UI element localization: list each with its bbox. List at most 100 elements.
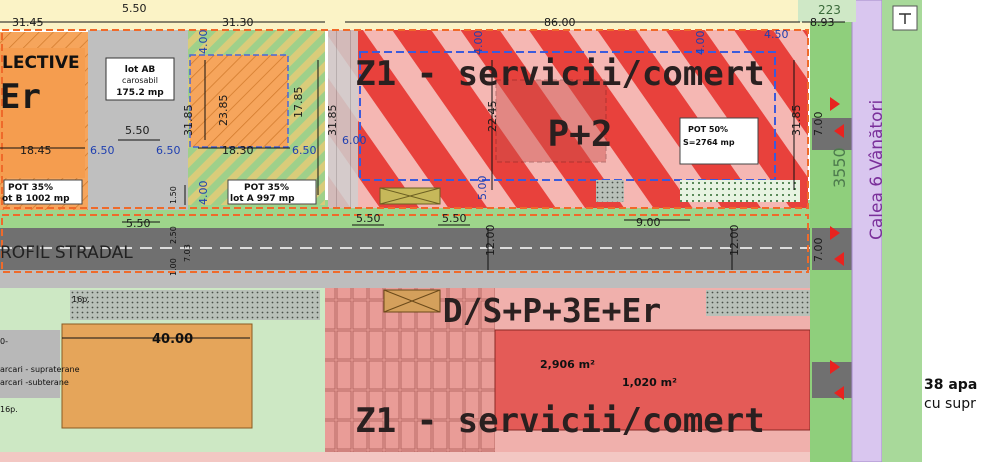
dim-18-30: 18.30	[222, 144, 254, 157]
side-text-line2: cu supr	[924, 396, 976, 412]
lot-a-pot-box	[227, 179, 317, 205]
lot-a-pot: POT 35%	[244, 183, 289, 193]
arrow-out-3	[834, 386, 844, 400]
lot-a-building	[189, 54, 289, 148]
height-label-bottom: D/S+P+3E+Er	[443, 291, 662, 330]
dim-31-85-b: 31.85	[326, 105, 339, 137]
z1-pot-box	[679, 117, 759, 165]
dim-12-00-a: 12.00	[484, 225, 497, 257]
z1-building-outline	[359, 51, 776, 181]
er-label: Er	[0, 77, 41, 117]
parking-supra: arcari - supraterane	[0, 365, 80, 374]
dim-18-45: 18.45	[20, 144, 52, 157]
arrow-out-1	[834, 124, 844, 138]
lower-building	[494, 329, 811, 431]
dim-31-45: 31.45	[12, 16, 44, 29]
side-text-line1: 38 apa	[924, 377, 978, 393]
dim-6-50-b: 6.50	[156, 144, 181, 157]
p2-volume	[495, 79, 607, 163]
dim-8-93: 8.93	[810, 16, 835, 29]
top-strip	[0, 0, 810, 30]
lot-b-area: ot B 1002 mp	[2, 194, 70, 204]
street-name: Calea 6 Vânători	[867, 100, 887, 240]
parking-dots-lower	[70, 290, 320, 320]
dim-5-50-r2: 5.50	[442, 212, 467, 225]
dim-5-50-r1: 5.50	[356, 212, 381, 225]
dim-4-00-c: 4.00	[472, 31, 485, 56]
lot-ab-area: 175.2 mp	[116, 88, 164, 98]
lower-left-parking	[0, 330, 60, 398]
lot-b-pot-box	[3, 179, 83, 205]
z1-green-strip	[680, 180, 800, 202]
dim-5-50-top: 5.50	[122, 2, 147, 15]
arrow-in-3	[830, 360, 840, 374]
profil-stradal: ROFIL STRADAL	[0, 243, 133, 263]
parking-left-cut: 0-	[0, 337, 8, 346]
z1-pot: POT 50%	[688, 125, 728, 134]
dim-17-85: 17.85	[292, 87, 305, 119]
dim-223: 223	[818, 3, 841, 17]
parking-subt: arcari -subterane	[0, 378, 69, 387]
sidewalk-south	[0, 270, 810, 288]
dim-1-50: 1.50	[169, 186, 178, 204]
dim-5-50-mid: 5.50	[125, 124, 150, 137]
collective-building	[0, 48, 85, 178]
road-boundary	[1, 214, 809, 273]
dim-2-50: 2.50	[169, 226, 178, 244]
dim-31-85-a: 31.85	[182, 105, 195, 137]
dim-5-00: 5.00	[476, 176, 489, 201]
dim-12-00-b: 12.00	[728, 225, 741, 257]
road-carriageway	[0, 228, 810, 270]
dim-6-50-c: 6.50	[292, 144, 317, 157]
small-dot-patch	[596, 180, 624, 202]
dim-22-45: 22.45	[486, 101, 499, 133]
area-1020: 1,020 m²	[622, 376, 677, 389]
dim-6-50-a: 6.50	[90, 144, 115, 157]
dim-1-00: 1.00	[169, 258, 178, 276]
dimension-lines	[0, 21, 845, 339]
dim-7-03: 7.03	[183, 244, 192, 262]
green-beyond-street	[882, 0, 922, 462]
dim-6-00: 6.00	[342, 134, 367, 147]
lot-ab-title: lot AB	[125, 65, 156, 75]
plot-boundary-top	[1, 29, 809, 209]
lot-a-area: lot A 997 mp	[230, 194, 295, 204]
lower-orange-building	[61, 323, 253, 429]
dim-7-00-a: 7.00	[812, 112, 825, 137]
parking-cells-bottom	[325, 288, 495, 458]
dim-4-00-b: 4.00	[197, 181, 210, 206]
dim-23-85: 23.85	[217, 95, 230, 127]
corner-patch	[798, 0, 856, 22]
z1-title-top: Z1 - servicii/comert	[355, 54, 764, 94]
street-calea-6-vanatori	[851, 0, 883, 462]
dim-86-00: 86.00	[544, 16, 576, 29]
access-east-top	[812, 118, 852, 150]
z1-title-bottom: Z1 - servicii/comert	[355, 401, 764, 441]
dim-9-00: 9.00	[636, 216, 661, 229]
dim-31-30: 31.30	[222, 16, 254, 29]
lot-ab-sub: carosabil	[122, 76, 158, 85]
dim-5-50-left: 5.50	[126, 217, 151, 230]
bottom-strip	[0, 452, 810, 462]
arrow-in-1	[830, 97, 840, 111]
street-code: 3550	[830, 147, 849, 188]
arrow-out-2	[834, 252, 844, 266]
collective-label: LECTIVE	[2, 53, 80, 73]
dim-7-00-b: 7.00	[812, 238, 825, 263]
p2-height-label: P+2	[547, 114, 612, 155]
dim-4-00-d: 4.00	[694, 31, 707, 56]
z1-area: S=2764 mp	[683, 138, 735, 147]
parking-16p-b: 16p.	[0, 405, 18, 414]
lower-right-dots	[706, 290, 810, 316]
dim-31-85-c: 31.85	[790, 105, 803, 137]
arrow-in-2	[830, 226, 840, 240]
area-2906: 2,906 m²	[540, 358, 595, 371]
parking-16p-a: 16p.	[72, 295, 90, 304]
dim-4-50: 4.50	[764, 28, 789, 41]
parking-strip-top	[328, 30, 358, 208]
dim-40-00: 40.00	[152, 332, 193, 347]
lot-b-pot: POT 35%	[8, 183, 53, 193]
